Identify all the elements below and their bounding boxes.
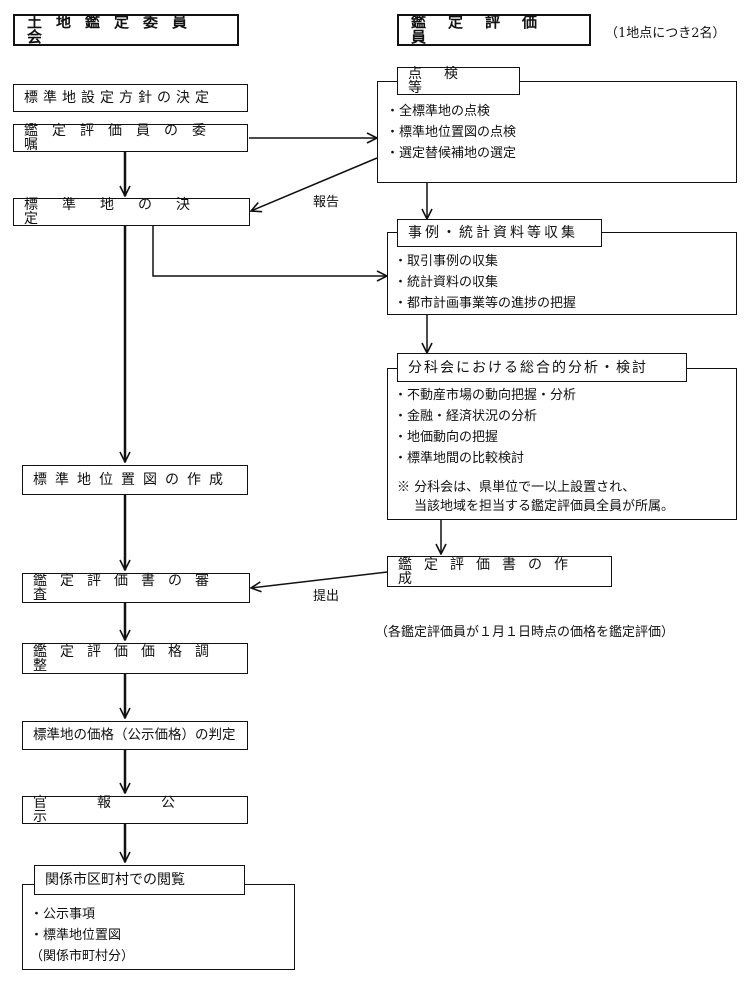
collect-item: ・取引事例の収集 bbox=[394, 254, 499, 269]
collect-title: 事例・統計資料等収集 bbox=[397, 219, 602, 247]
step-judgment: 標準地の価格（公示価格）の判定 bbox=[22, 721, 248, 750]
step-commission: 鑑定評価員の委嘱 bbox=[13, 124, 248, 152]
inspection-title-text: 関係市区町村での閲覧 bbox=[45, 872, 185, 888]
inspection-title: 関係市区町村での閲覧 bbox=[34, 865, 245, 895]
check-title-text: 点検等 bbox=[408, 66, 480, 96]
land-appraisal-committee-header: 土地鑑定委員会 bbox=[13, 14, 239, 46]
arrow-decision-to-collect bbox=[152, 226, 387, 276]
inspection-item: ・標準地位置図 bbox=[30, 928, 122, 943]
analysis-item: ・地価動向の把握 bbox=[394, 430, 499, 445]
step-gazette: 官報公示 bbox=[22, 796, 248, 824]
analysis-item: ・金融・経済状況の分析 bbox=[394, 409, 538, 424]
report-creation-text: 鑑定評価書の作成 bbox=[398, 556, 580, 587]
check-item: ・全標準地の点検 bbox=[386, 104, 491, 119]
inspection-items: ・公示事項 ・標準地位置図 （関係市町村分） bbox=[30, 904, 134, 967]
step-label: 標準地位置図の作成 bbox=[33, 472, 231, 488]
step-label: 鑑定評価書の審査 bbox=[33, 573, 222, 603]
step-adjustment: 鑑定評価価格調整 bbox=[22, 643, 248, 674]
check-items: ・全標準地の点検 ・標準地位置図の点検 ・選定替候補地の選定 bbox=[386, 101, 516, 164]
step-label: 鑑定評価価格調整 bbox=[33, 643, 222, 674]
check-title: 点検等 bbox=[397, 67, 520, 95]
collect-items: ・取引事例の収集 ・統計資料の収集 ・都市計画事業等の進捗の把握 bbox=[394, 251, 576, 314]
inspection-item: （関係市町村分） bbox=[30, 949, 135, 964]
check-panel bbox=[377, 81, 737, 183]
step-review: 鑑定評価書の審査 bbox=[22, 573, 250, 603]
step-decision: 標準地の決定 bbox=[13, 198, 250, 226]
analysis-title: 分科会における総合的分析・検討 bbox=[397, 353, 687, 382]
analysis-title-text: 分科会における総合的分析・検討 bbox=[408, 359, 648, 376]
collect-item: ・統計資料の収集 bbox=[394, 275, 499, 290]
analysis-note: ※ 分科会は、県単位で一以上設置され、 当該地域を担当する鑑定評価員全員が所属。 bbox=[397, 478, 674, 516]
report-label: 報告 bbox=[313, 195, 340, 210]
arrow-report-submit bbox=[251, 571, 388, 588]
report-creation-box: 鑑定評価書の作成 bbox=[387, 556, 612, 587]
header-text: 鑑定評価員 bbox=[411, 13, 560, 46]
step-label: 官報公示 bbox=[33, 795, 225, 825]
analysis-note-line: ※ 分科会は、県単位で一以上設置され、 bbox=[397, 480, 636, 495]
appraiser-count-note: （1地点につき2名） bbox=[605, 26, 726, 41]
step-label: 鑑定評価員の委嘱 bbox=[24, 123, 220, 153]
analysis-item: ・標準地間の比較検討 bbox=[394, 451, 525, 466]
step-label: 標準地設定方針の決定 bbox=[24, 90, 214, 106]
inspection-item: ・公示事項 bbox=[30, 907, 96, 922]
check-item: ・標準地位置図の点検 bbox=[386, 125, 517, 140]
collect-title-text: 事例・統計資料等収集 bbox=[408, 225, 578, 241]
header-text: 土地鑑定委員会 bbox=[27, 13, 202, 46]
arrow-check-report bbox=[251, 157, 378, 211]
analysis-note-line: 当該地域を担当する鑑定評価員全員が所属。 bbox=[414, 499, 675, 514]
appraiser-header: 鑑定評価員 bbox=[397, 14, 591, 46]
step-label: 標準地の決定 bbox=[24, 197, 214, 227]
analysis-item: ・不動産市場の動向把握・分析 bbox=[394, 388, 577, 403]
inspection-panel bbox=[22, 884, 295, 970]
report-creation-note: （各鑑定評価員が１月１日時点の価格を鑑定評価） bbox=[375, 625, 675, 640]
step-map-creation: 標準地位置図の作成 bbox=[22, 465, 248, 495]
collect-item: ・都市計画事業等の進捗の把握 bbox=[394, 296, 577, 311]
check-item: ・選定替候補地の選定 bbox=[386, 146, 517, 161]
step-label: 標準地の価格（公示価格）の判定 bbox=[33, 726, 236, 743]
analysis-items: ・不動産市場の動向把握・分析 ・金融・経済状況の分析 ・地価動向の把握 ・標準地… bbox=[394, 385, 576, 469]
step-policy: 標準地設定方針の決定 bbox=[13, 84, 248, 112]
submit-label: 提出 bbox=[313, 589, 340, 604]
